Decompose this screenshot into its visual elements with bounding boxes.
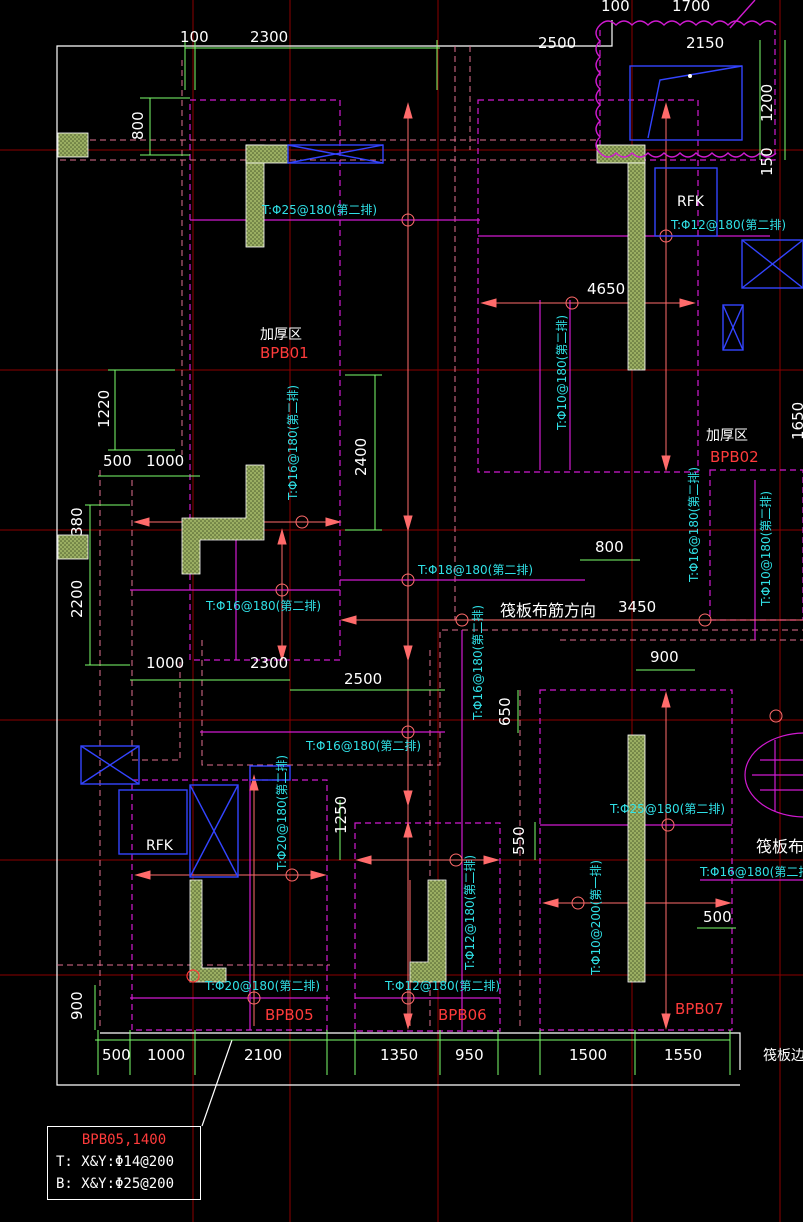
dim-top-7: 1200: [758, 84, 776, 122]
dim-inner-8: 1250: [332, 796, 350, 834]
dim-inner-1: 2400: [352, 438, 370, 476]
dim-left-6: 2200: [68, 580, 86, 618]
zone-label-bpb02: BPB02: [710, 448, 759, 466]
zone-labels: 加厚区 BPB01 加厚区 BPB02 BPB05 BPB06 BPB07 RF…: [146, 194, 759, 1024]
dim-left-1: 800: [129, 111, 147, 140]
legend-title: BPB05,1400: [81, 1132, 167, 1148]
dim-top-8: 150: [758, 147, 776, 176]
dim-inner-4: 3450: [618, 598, 656, 616]
rebar-label: T:Φ10@200(第一排): [589, 860, 603, 976]
hatched-ellipse: [744, 732, 803, 818]
rebar-label: T:Φ10@180(第二排): [555, 315, 569, 431]
dimension-labels: 100 1700 100 2300 2500 2150 1200 150 800…: [68, 0, 803, 1064]
dim-inner-5: 900: [650, 648, 679, 666]
thickened-zone-label-2: 加厚区: [706, 428, 748, 444]
rebar-label: T:Φ16@180(第二排): [699, 865, 803, 879]
revision-cloud: [595, 0, 777, 158]
dim-top-6: 2150: [686, 34, 724, 52]
rebar-label: T:Φ25@180(第二排): [609, 802, 725, 816]
dim-left-4: 1000: [146, 452, 184, 470]
rfk-label-2: RFK: [146, 838, 174, 854]
rebar-label: T:Φ12@180(第二排): [670, 218, 786, 232]
dim-left-5: 380: [68, 507, 86, 536]
span-arrows: [133, 102, 803, 1030]
dim-bottom-3: 2100: [244, 1046, 282, 1064]
rebar-label: T:Φ16@180(第二排): [205, 599, 321, 613]
dim-top-1: 100: [601, 0, 630, 15]
dim-inner-6: 2500: [344, 670, 382, 688]
dim-inner-11: 1650: [789, 402, 803, 440]
rebar-label: T:Φ16@180(第二排): [471, 605, 485, 721]
dim-top-4: 2300: [250, 28, 288, 46]
raft-edge-note: 筏板边界: [763, 1047, 803, 1064]
dim-bottom-1: 500: [102, 1046, 131, 1064]
dim-top-3: 100: [180, 28, 209, 46]
dim-bottom-7: 1550: [664, 1046, 702, 1064]
rebar-label: T:Φ16@180(第二排): [687, 467, 701, 583]
dim-inner-7: 650: [496, 697, 514, 726]
zone-label-bpb01: BPB01: [260, 344, 309, 362]
slab-dashed-outlines: [57, 46, 803, 1030]
dim-left-7: 1000: [146, 654, 184, 672]
concrete-walls: [57, 132, 646, 983]
dim-inner-2: 4650: [587, 280, 625, 298]
rebar-annotations: T:Φ25@180(第二排) T:Φ12@180(第二排) T:Φ10@180(…: [204, 203, 803, 993]
thickened-zone-label-1: 加厚区: [260, 327, 302, 343]
rebar-label: T:Φ10@180(第二排): [759, 491, 773, 607]
raft-direction-note: 筏板布筋方向: [500, 601, 596, 620]
dim-bottom-2: 1000: [147, 1046, 185, 1064]
dim-inner-3: 800: [595, 538, 624, 556]
rebar-label: T:Φ16@180(第二排): [305, 739, 421, 753]
rebar-lines: [130, 219, 803, 1030]
dimension-lines: [85, 40, 786, 1075]
zone-label-bpb07: BPB07: [675, 1000, 724, 1018]
rebar-label: T:Φ12@180(第二排): [384, 979, 500, 993]
rfk-openings: [80, 65, 803, 878]
rebar-label: T:Φ25@180(第二排): [261, 203, 377, 217]
rfk-label-1: RFK: [677, 194, 705, 210]
dim-bottom-5: 950: [455, 1046, 484, 1064]
dim-inner-9: 550: [510, 826, 528, 855]
raft-direction-note-2: 筏板布筋: [756, 837, 803, 856]
legend-top-rebar: T: X&Y:Φ14@200: [56, 1154, 175, 1170]
zone-label-bpb06: BPB06: [438, 1006, 487, 1024]
zone-outlines: [131, 30, 803, 1032]
rebar-label: T:Φ12@180(第二排): [463, 855, 477, 971]
dim-top-5: 2500: [538, 34, 576, 52]
dim-left-3: 500: [103, 452, 132, 470]
slab-boundary: [56, 20, 741, 1127]
rebar-label: T:Φ16@180(第二排): [286, 385, 300, 501]
dim-bottom-6: 1500: [569, 1046, 607, 1064]
dim-inner-10: 500: [703, 908, 732, 926]
small-markers: [186, 74, 692, 983]
intersection-markers: [247, 213, 783, 1005]
dim-top-2: 1700: [672, 0, 710, 15]
rebar-label: T:Φ18@180(第二排): [417, 563, 533, 577]
dim-left-2: 1220: [95, 390, 113, 428]
rebar-label: T:Φ20@180(第二排): [275, 755, 289, 871]
dim-left-9: 900: [68, 991, 86, 1020]
notes: 筏板布筋方向 筏板布筋 筏板边界: [500, 601, 803, 1064]
dim-left-8: 2300: [250, 654, 288, 672]
dim-bottom-4: 1350: [380, 1046, 418, 1064]
zone-label-bpb05: BPB05: [265, 1006, 314, 1024]
zone-legend: BPB05,1400 T: X&Y:Φ14@200 B: X&Y:Φ25@200: [47, 1126, 201, 1200]
rebar-label: T:Φ20@180(第二排): [204, 979, 320, 993]
legend-bottom-rebar: B: X&Y:Φ25@200: [56, 1176, 175, 1192]
